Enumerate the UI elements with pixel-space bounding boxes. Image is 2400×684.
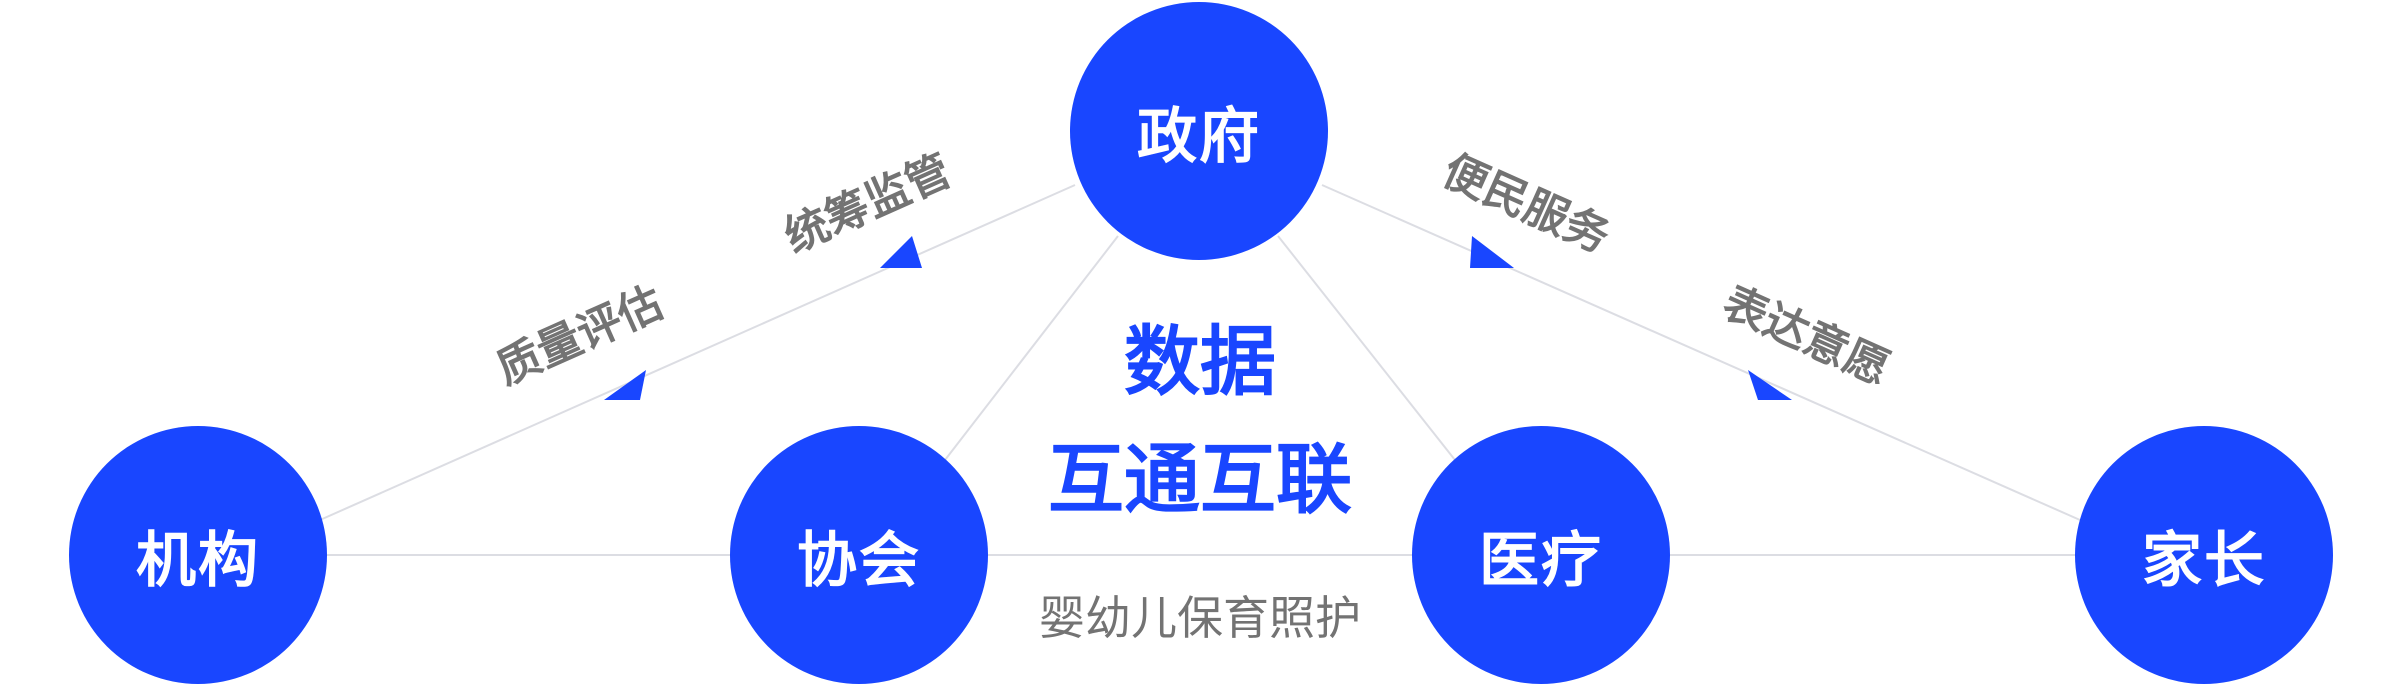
node-association: 协会 bbox=[730, 426, 988, 684]
line-government-medical bbox=[1277, 235, 1456, 461]
node-government: 政府 bbox=[1070, 2, 1328, 260]
node-parent: 家长 bbox=[2075, 426, 2333, 684]
line-government-association bbox=[944, 235, 1119, 461]
center-title-line1: 数据 bbox=[1124, 317, 1276, 406]
arrow-marker-convenient-service bbox=[1470, 236, 1514, 268]
arrow-marker-overall-planning bbox=[880, 236, 922, 268]
arrow-marker-quality-evaluation bbox=[604, 370, 646, 400]
line-government-parent bbox=[1321, 184, 2081, 521]
bottom-label: 婴幼儿保育照护 bbox=[1039, 591, 1361, 645]
arrow-marker-express-wishes bbox=[1748, 370, 1792, 400]
node-medical: 医疗 bbox=[1412, 426, 1670, 684]
node-institution: 机构 bbox=[69, 426, 327, 684]
line-government-institution bbox=[319, 184, 1076, 521]
center-title-line2: 互通互联 bbox=[1048, 435, 1352, 524]
